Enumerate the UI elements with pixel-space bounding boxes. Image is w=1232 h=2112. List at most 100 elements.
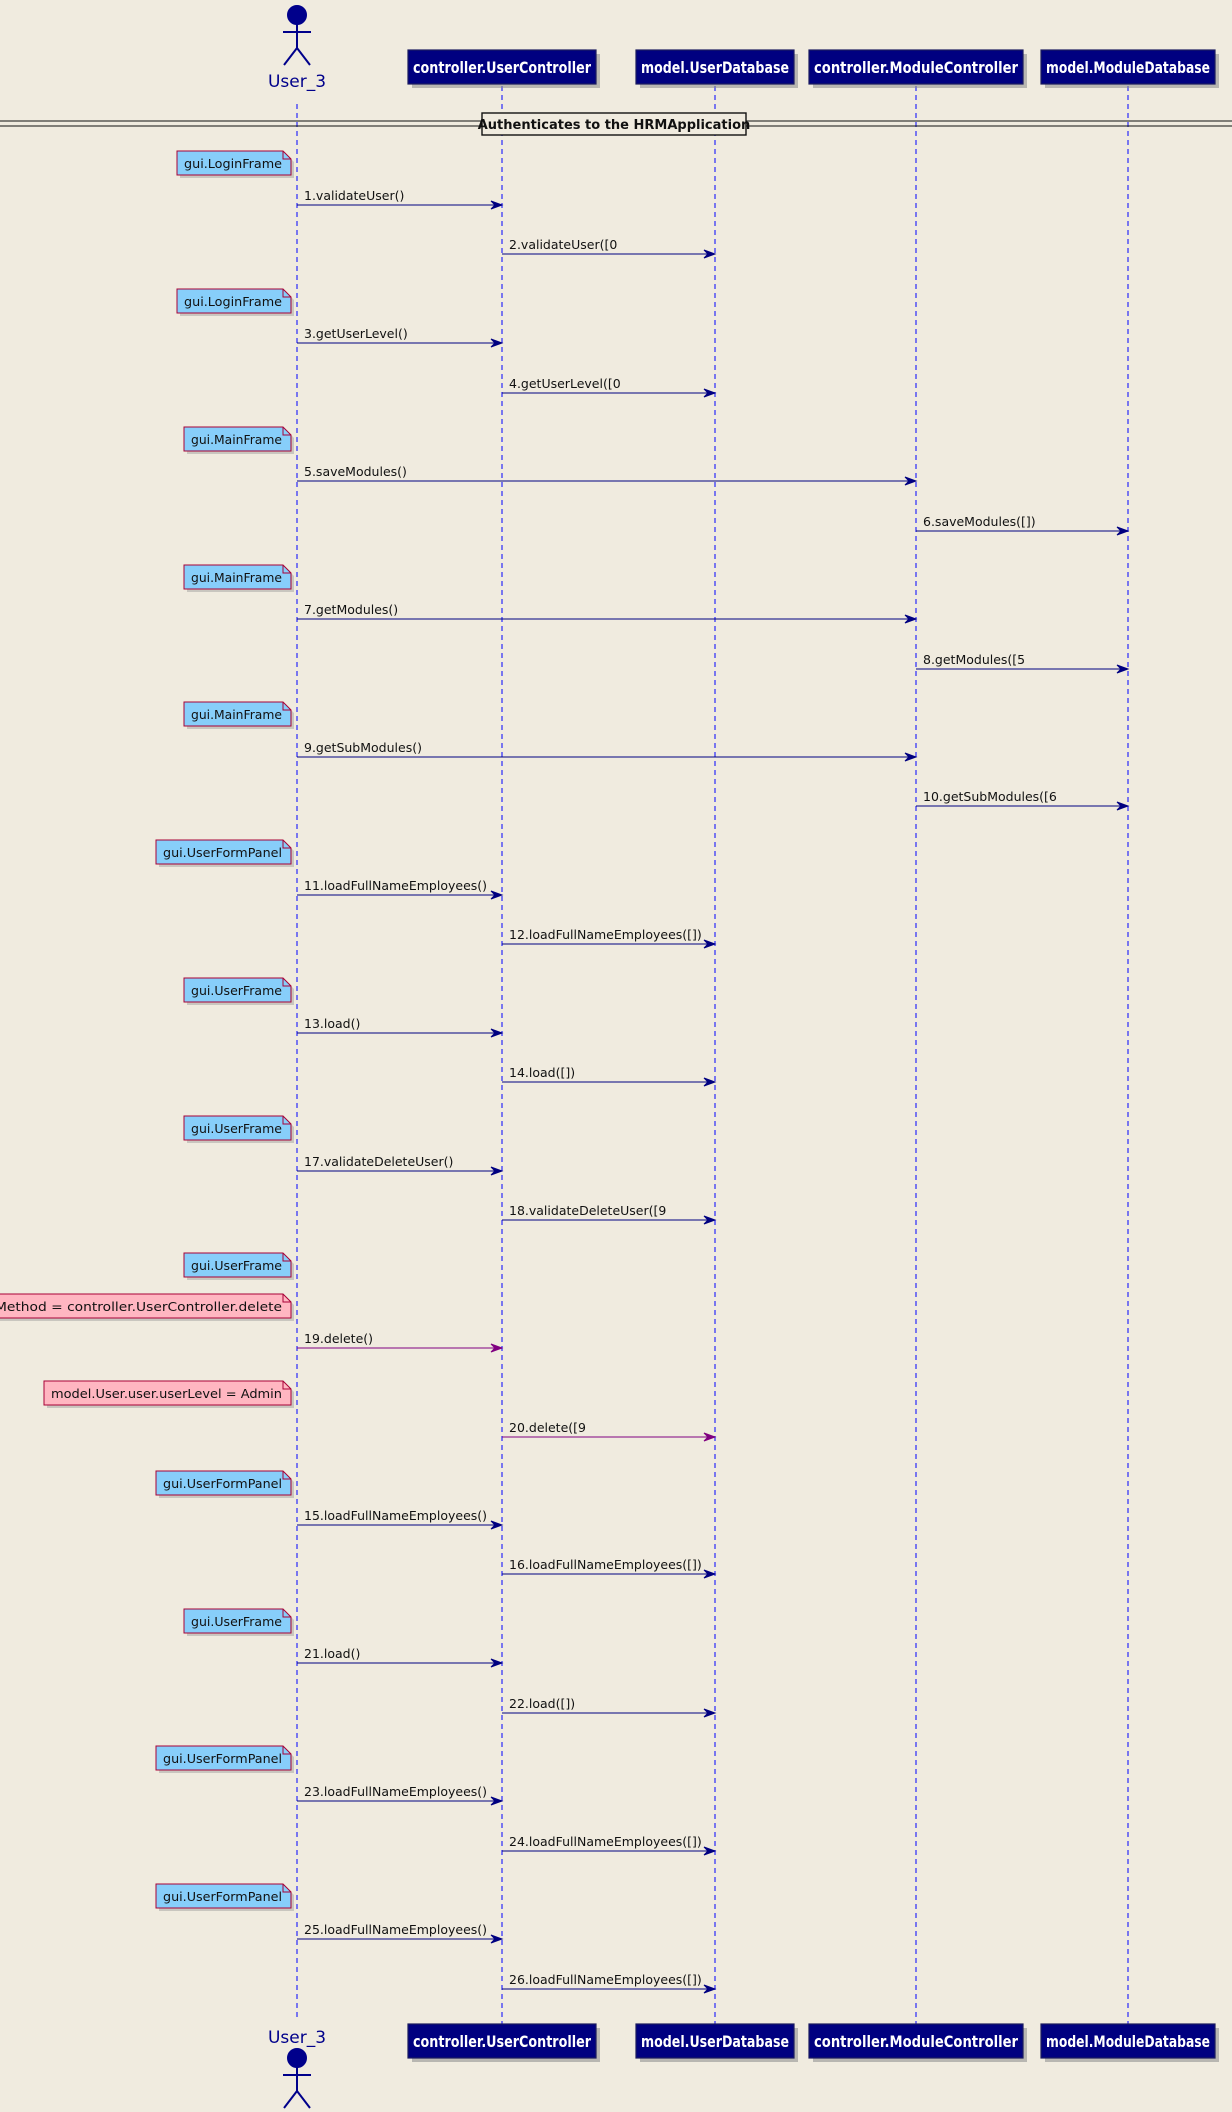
note-9	[183, 701, 292, 727]
participant-label-mc-top: controller.ModuleController	[814, 58, 1018, 77]
participant-box-uc-bottom	[407, 2023, 597, 2059]
actor-left-leg	[283, 47, 298, 66]
participant-label-mdb-bottom: model.ModuleDatabase	[1046, 2032, 1210, 2051]
note-23-fold	[282, 1746, 291, 1755]
note-15-label: gui.UserFrame	[191, 1121, 282, 1136]
message-arrowhead-24	[703, 1846, 717, 1856]
message-arrowhead-16	[703, 1215, 717, 1225]
actor-figure-bottom	[283, 2048, 311, 2109]
note-11-fold	[282, 840, 291, 849]
message-label-10: 10.getSubModules([6	[923, 789, 1057, 804]
note-21-fold	[282, 1609, 291, 1618]
note-5-label: gui.MainFrame	[191, 432, 282, 447]
note-3-fold	[282, 289, 291, 298]
note-19-label: gui.UserFormPanel	[163, 1476, 282, 1491]
message-arrowhead-1	[490, 200, 504, 210]
participant-label-udb-top: model.UserDatabase	[641, 58, 789, 77]
note-13-label: gui.UserFrame	[191, 983, 282, 998]
message-label-24: 24.loadFullNameEmployees([])	[509, 1834, 702, 1849]
note-17-fold	[282, 1253, 291, 1262]
note-7-fold	[282, 565, 291, 574]
message-arrowhead-6	[1116, 526, 1130, 536]
participant-box-mc-bottom	[808, 2023, 1024, 2059]
note-1-label: gui.LoginFrame	[184, 156, 282, 171]
message-label-8: 8.getModules([5	[923, 652, 1025, 667]
message-label-11: 11.loadFullNameEmployees()	[304, 878, 487, 893]
message-label-25: 25.loadFullNameEmployees()	[304, 1922, 487, 1937]
note-18	[43, 1380, 292, 1406]
participant-label-uc-top: controller.UserController	[413, 58, 591, 77]
message-label-17: 19.delete()	[304, 1331, 373, 1346]
message-arrowhead-14	[703, 1077, 717, 1087]
participant-label-mdb-top: model.ModuleDatabase	[1046, 58, 1210, 77]
divider-label: Authenticates to the HRMApplication	[478, 118, 751, 133]
message-label-4: 4.getUserLevel([0	[509, 376, 621, 391]
message-arrowhead-23	[490, 1796, 504, 1806]
note-5	[183, 426, 292, 452]
message-label-22: 22.load([])	[509, 1696, 575, 1711]
note-15-fold	[282, 1116, 291, 1125]
message-label-18: 20.delete([9	[509, 1420, 586, 1435]
message-arrowhead-9	[904, 752, 918, 762]
note-7	[183, 564, 292, 590]
message-label-14: 14.load([])	[509, 1065, 575, 1080]
note-17	[183, 1252, 292, 1278]
participant-box-uc-top	[407, 49, 597, 85]
note-11-label: gui.UserFormPanel	[163, 845, 282, 860]
note-9-label: gui.MainFrame	[191, 707, 282, 722]
note-11	[155, 839, 292, 865]
note-13-fold	[282, 978, 291, 987]
message-label-15: 17.validateDeleteUser()	[304, 1154, 453, 1169]
note-15	[183, 1115, 292, 1141]
message-arrowhead-12	[703, 939, 717, 949]
message-arrowhead-20	[703, 1569, 717, 1579]
participant-label-udb-bottom: model.UserDatabase	[641, 2032, 789, 2051]
message-label-16: 18.validateDeleteUser([9	[509, 1203, 666, 1218]
message-arrowhead-7	[904, 614, 918, 624]
message-label-3: 3.getUserLevel()	[304, 326, 408, 341]
note-17-label: gui.UserFrame	[191, 1258, 282, 1273]
participant-label-mc-bottom: controller.ModuleController	[814, 2032, 1018, 2051]
message-arrowhead-17	[490, 1343, 504, 1353]
note-1	[176, 150, 292, 176]
note-5-fold	[282, 427, 291, 436]
message-label-9: 9.getSubModules()	[304, 740, 422, 755]
note-7-label: gui.MainFrame	[191, 570, 282, 585]
actor-right-leg	[296, 2090, 311, 2109]
actor-left-leg	[283, 2090, 298, 2109]
message-arrowhead-5	[904, 476, 918, 486]
note-1-fold	[282, 151, 291, 160]
message-label-2: 2.validateUser([0	[509, 237, 617, 252]
divider-box	[481, 112, 747, 136]
actor-head	[287, 2048, 307, 2068]
message-arrowhead-3	[490, 338, 504, 348]
note-23-label: gui.UserFormPanel	[163, 1751, 282, 1766]
note-18-label: model.User.user.userLevel = Admin	[51, 1386, 282, 1401]
participant-label-uc-bottom: controller.UserController	[413, 2032, 591, 2051]
note-25-label: gui.UserFormPanel	[163, 1889, 282, 1904]
message-arrowhead-18	[703, 1432, 717, 1442]
note-21-label: gui.UserFrame	[191, 1614, 282, 1629]
message-label-20: 16.loadFullNameEmployees([])	[509, 1557, 702, 1572]
note-25-fold	[282, 1884, 291, 1893]
message-label-1: 1.validateUser()	[304, 188, 404, 203]
note-13	[183, 977, 292, 1003]
note-3-label: gui.LoginFrame	[184, 294, 282, 309]
participant-box-udb-bottom	[635, 2023, 795, 2059]
participant-box-mdb-bottom	[1040, 2023, 1216, 2059]
message-arrowhead-15	[490, 1166, 504, 1176]
message-label-13: 13.load()	[304, 1016, 360, 1031]
actor-label-top: User_3	[268, 72, 326, 92]
actor-figure-top	[283, 5, 311, 66]
note-17-condition	[0, 1293, 292, 1319]
message-arrowhead-19	[490, 1520, 504, 1530]
message-label-19: 15.loadFullNameEmployees()	[304, 1508, 487, 1523]
note-19-fold	[282, 1471, 291, 1480]
message-arrowhead-25	[490, 1934, 504, 1944]
message-arrowhead-11	[490, 890, 504, 900]
message-arrowhead-26	[703, 1984, 717, 1994]
message-label-21: 21.load()	[304, 1646, 360, 1661]
note-21	[183, 1608, 292, 1634]
message-label-26: 26.loadFullNameEmployees([])	[509, 1972, 702, 1987]
